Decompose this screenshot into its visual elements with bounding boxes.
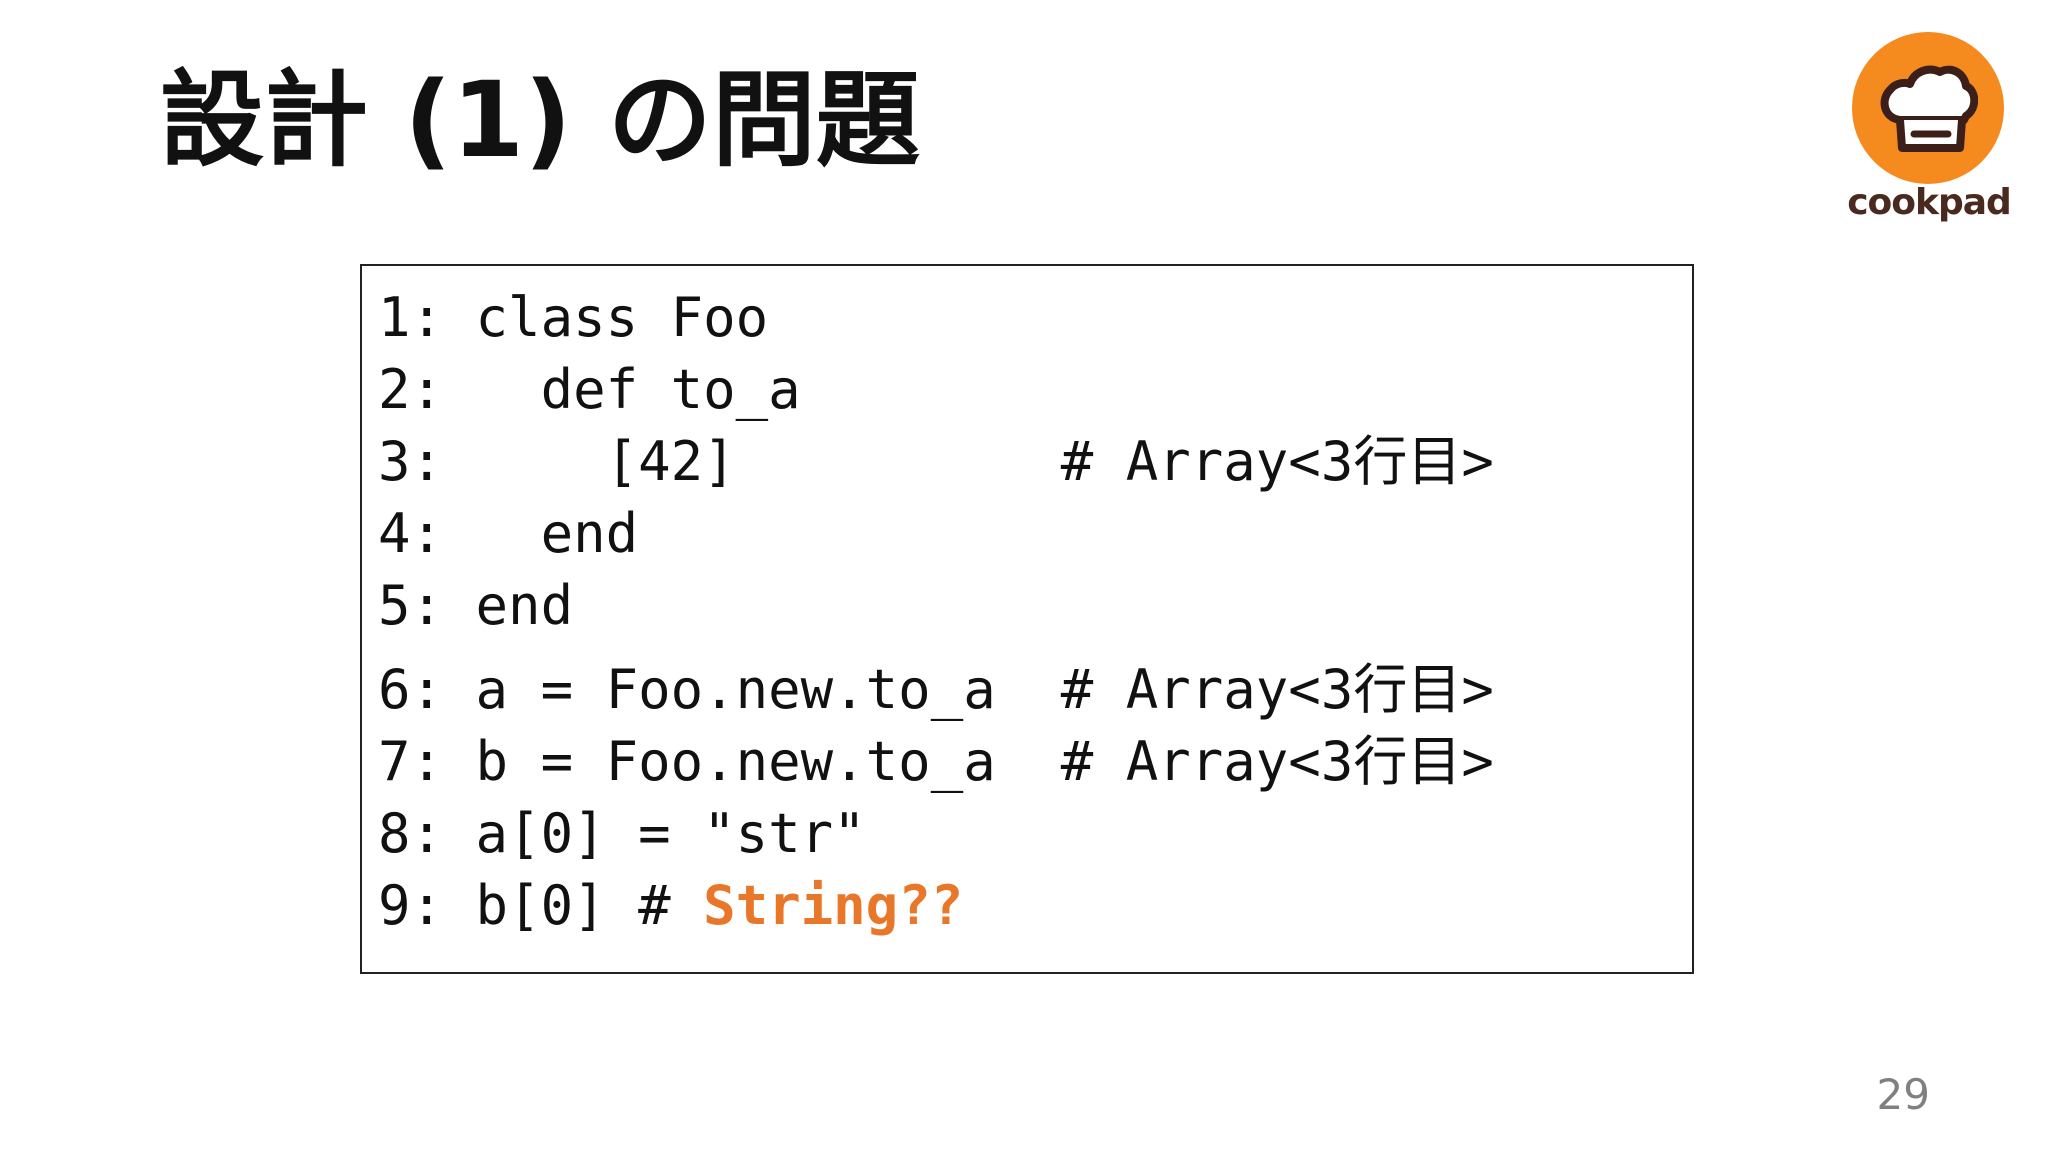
line-code: b[0] # — [443, 874, 704, 937]
code-line: 2: def to_a — [378, 354, 801, 426]
line-number: 8: — [378, 802, 444, 865]
code-line: 4: end — [378, 498, 638, 570]
line-code: a[0] = "str" — [443, 802, 866, 865]
logo-badge — [1852, 32, 2004, 184]
line-code: a = Foo.new.to_a # Array<3行目> — [443, 658, 1494, 721]
line-code: [42] # Array<3行目> — [443, 430, 1494, 493]
cookpad-logo: cookpad — [1846, 32, 2012, 232]
code-line: 8: a[0] = "str" — [378, 798, 866, 870]
line-code: class Foo — [443, 286, 769, 349]
code-line: 5: end — [378, 570, 573, 642]
line-number: 4: — [378, 502, 444, 565]
code-line: 3: [42] # Array<3行目> — [378, 426, 1494, 498]
line-number: 9: — [378, 874, 444, 937]
logo-wordmark: cookpad — [1847, 182, 2012, 223]
line-code: end — [443, 574, 574, 637]
line-number: 5: — [378, 574, 444, 637]
line-code: def to_a — [443, 358, 801, 421]
page-number: 29 — [1876, 1070, 1930, 1119]
line-code: b = Foo.new.to_a # Array<3行目> — [443, 730, 1494, 793]
line-number: 7: — [378, 730, 444, 793]
code-line: 1: class Foo — [378, 282, 768, 354]
chef-hat-icon — [1880, 65, 1978, 152]
line-number: 6: — [378, 658, 444, 721]
code-block: 1: class Foo 2: def to_a 3: [42] # Array… — [360, 264, 1694, 974]
line-number: 2: — [378, 358, 444, 421]
code-line: 7: b = Foo.new.to_a # Array<3行目> — [378, 726, 1494, 798]
line-number: 1: — [378, 286, 444, 349]
slide-title: 設計 (1) の問題 — [160, 59, 920, 181]
highlighted-comment: String?? — [703, 874, 964, 937]
line-number: 3: — [378, 430, 444, 493]
line-code: end — [443, 502, 639, 565]
code-line: 6: a = Foo.new.to_a # Array<3行目> — [378, 654, 1494, 726]
code-line: 9: b[0] # String?? — [378, 870, 963, 942]
